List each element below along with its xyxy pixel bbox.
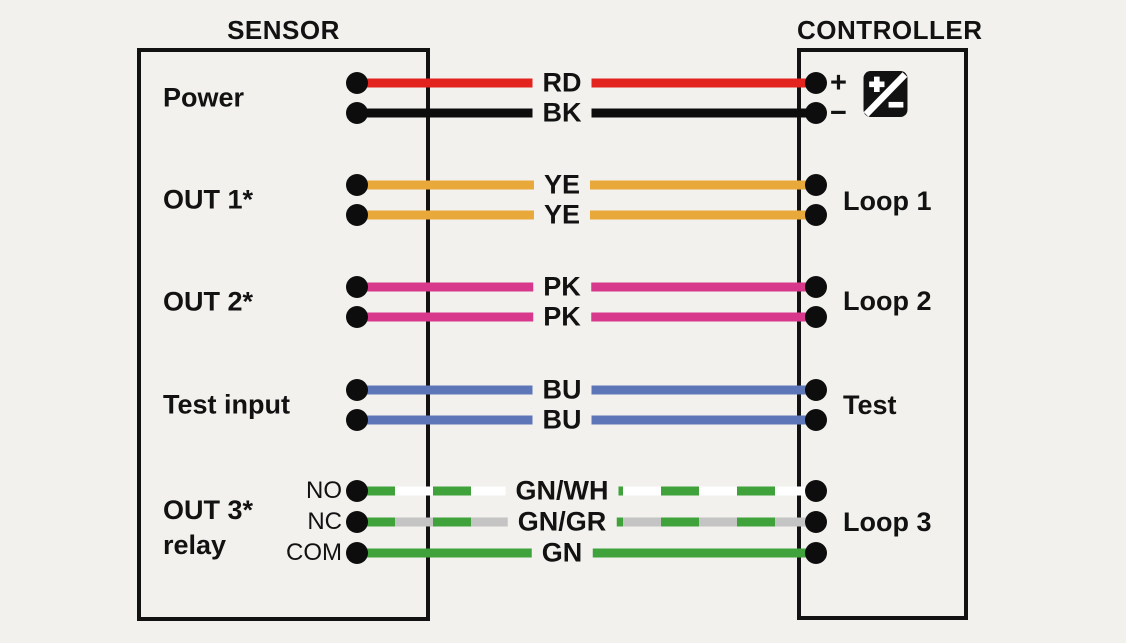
controller-terminal-loop-2: Loop 2 — [843, 286, 932, 316]
sensor-label-line: OUT 3* — [163, 495, 254, 525]
terminal-dot — [805, 102, 827, 124]
controller-terminal-test: Test — [843, 390, 897, 420]
terminal-dot — [805, 542, 827, 564]
wire-gn-gr-row-9: GN/GR — [346, 506, 827, 537]
controller-box — [797, 48, 968, 620]
wire-code-label: YE — [533, 199, 591, 230]
wire-rd-row-0: RD — [346, 67, 827, 98]
terminal-dot — [346, 276, 368, 298]
wire-code-label: BK — [532, 97, 592, 128]
wire-bk-row-1: BK — [346, 97, 827, 128]
wire-code-label: RD — [532, 67, 592, 98]
terminal-dot — [346, 379, 368, 401]
sensor-label-line: OUT 2* — [163, 286, 254, 317]
sensor-label-out-2: OUT 2* — [163, 285, 253, 320]
terminal-dot — [346, 306, 368, 328]
terminal-dot — [346, 511, 368, 533]
sensor-label-line: relay — [163, 530, 227, 560]
terminal-dot — [346, 204, 368, 226]
terminal-dot — [805, 480, 827, 502]
controller-title: CONTROLLER — [797, 15, 983, 45]
wire-code-label: GN — [531, 537, 593, 568]
terminal-dot — [346, 409, 368, 431]
sensor-label-line: Power — [163, 82, 245, 113]
wire-code-label: GN/GR — [507, 506, 617, 537]
sensor-label-test-input: Test input — [163, 388, 290, 423]
terminal-dot — [805, 379, 827, 401]
wire-gn-row-10: GN — [346, 537, 827, 568]
sensor-label-line: Test input — [163, 389, 290, 420]
terminal-dot — [805, 174, 827, 196]
terminal-dot — [805, 409, 827, 431]
terminal-dot — [805, 276, 827, 298]
terminal-dot — [805, 204, 827, 226]
controller-terminal-: + — [830, 67, 847, 99]
relay-pin-nc: NC — [307, 508, 342, 535]
dc-power-supply-icon — [863, 71, 908, 117]
sensor-label-out-1: OUT 1* — [163, 183, 253, 218]
wire-code-label: PK — [533, 301, 591, 332]
sensor-title: SENSOR — [227, 15, 340, 45]
wire-ye-row-3: YE — [346, 199, 827, 230]
wire-pk-row-5: PK — [346, 301, 827, 332]
sensor-label-line: OUT 1* — [163, 184, 254, 215]
wire-code-label: GN/WH — [505, 475, 619, 506]
terminal-dot — [346, 174, 368, 196]
relay-pin-no: NO — [306, 477, 342, 504]
wire-code-label: PK — [533, 271, 591, 302]
wire-code-label: YE — [533, 169, 591, 200]
terminal-dot — [805, 306, 827, 328]
controller-terminal-: − — [830, 97, 847, 129]
terminal-dot — [346, 72, 368, 94]
sensor-label-out-3-relay: OUT 3* relay — [163, 493, 253, 563]
controller-terminal-loop-1: Loop 1 — [843, 186, 932, 216]
wire-ye-row-2: YE — [346, 169, 827, 200]
terminal-dot — [346, 542, 368, 564]
wire-code-label: BU — [532, 374, 592, 405]
wire-bu-row-7: BU — [346, 404, 827, 435]
wire-pk-row-4: PK — [346, 271, 827, 302]
terminal-dot — [805, 72, 827, 94]
terminal-dot — [346, 480, 368, 502]
terminal-dot — [805, 511, 827, 533]
sensor-label-power: Power — [163, 81, 244, 116]
controller-terminal-loop-3: Loop 3 — [843, 507, 932, 537]
terminal-dot — [346, 102, 368, 124]
wire-bu-row-6: BU — [346, 374, 827, 405]
wire-gn-wh-row-8: GN/WH — [346, 475, 827, 506]
wire-code-label: BU — [532, 404, 592, 435]
sensor-box — [137, 48, 430, 621]
relay-pin-com: COM — [286, 539, 342, 566]
